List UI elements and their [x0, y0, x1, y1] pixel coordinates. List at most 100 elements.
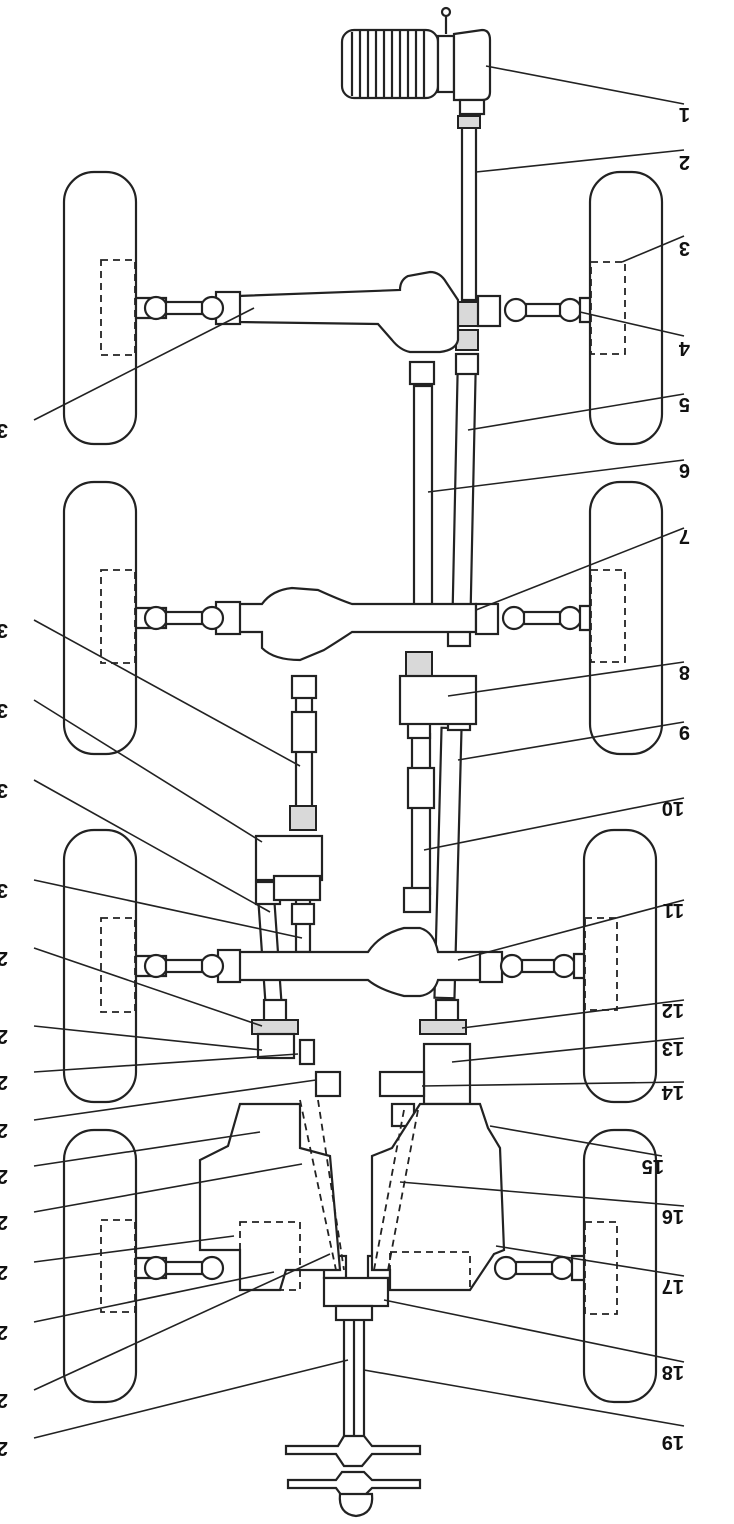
axle-2 — [134, 586, 592, 662]
cv-joint — [551, 953, 577, 979]
label-12: 12 — [662, 999, 684, 1021]
label-34: 34 — [0, 419, 8, 441]
label-18: 18 — [662, 1361, 684, 1383]
ujoint — [434, 998, 460, 1024]
transfer-case-32 — [254, 834, 324, 882]
label-17: 17 — [662, 1275, 684, 1297]
wheel-right-3 — [582, 828, 658, 1104]
axle-1-flange-right — [476, 294, 502, 328]
hub-right-4 — [584, 1221, 618, 1315]
cv-joint — [493, 1255, 519, 1281]
propeller-blade-upper — [284, 1434, 422, 1468]
cv-joint — [199, 1255, 225, 1281]
part-27 — [298, 1038, 316, 1066]
axle-1-housing — [236, 270, 460, 354]
wheel-left-1 — [62, 170, 138, 446]
label-8: 8 — [679, 661, 690, 683]
label-27: 27 — [0, 1071, 8, 1093]
label-14: 14 — [661, 1081, 684, 1103]
label-13: 13 — [662, 1037, 684, 1059]
axle-4 — [134, 1254, 586, 1282]
wheel-left-2 — [62, 480, 138, 756]
hub-left-4 — [100, 1219, 136, 1313]
hub-left-1 — [100, 259, 136, 356]
propeller — [284, 1434, 422, 1518]
label-26: 26 — [0, 1119, 8, 1141]
winch-lever — [440, 6, 452, 18]
wheel-right-2 — [588, 480, 664, 756]
coupling-13 — [422, 1042, 472, 1106]
label-10: 10 — [662, 797, 684, 819]
label-4: 4 — [678, 337, 690, 359]
wheels — [62, 170, 664, 1404]
cv-joint — [143, 1255, 169, 1281]
cv-joint — [143, 605, 169, 631]
label-6: 6 — [679, 459, 690, 481]
label-16: 16 — [662, 1205, 684, 1227]
flange-29 — [251, 1019, 299, 1035]
cv-joint — [199, 295, 225, 321]
ujoint — [454, 352, 480, 376]
propeller-blade-lower — [286, 1470, 422, 1498]
cv-joint — [199, 953, 225, 979]
label-23: 23 — [0, 1261, 8, 1283]
axle-2-housing — [236, 586, 478, 662]
gearbox-18 — [322, 1276, 390, 1308]
cv-joint — [143, 295, 169, 321]
label-31: 31 — [0, 779, 8, 801]
label-2: 2 — [679, 151, 690, 173]
label-21: 21 — [0, 1389, 8, 1411]
transfer-case-8 — [398, 674, 478, 726]
part-26 — [314, 1070, 342, 1098]
part-labels: 1 2 3 4 5 6 7 8 9 10 11 12 13 14 15 16 1… — [0, 103, 690, 1459]
pump-14 — [378, 1070, 426, 1098]
cv-joint — [499, 953, 525, 979]
ujoint-winch — [458, 98, 486, 116]
ujoint — [289, 805, 317, 831]
label-3: 3 — [679, 237, 690, 259]
shaft-5 — [451, 366, 477, 628]
label-15: 15 — [642, 1155, 664, 1177]
ujoint — [455, 301, 479, 327]
label-33: 33 — [0, 619, 8, 641]
label-19: 19 — [662, 1431, 684, 1453]
hub-right-3 — [584, 917, 618, 1011]
cv-joint — [501, 605, 527, 631]
label-22: 22 — [0, 1321, 8, 1343]
flange-12 — [419, 1019, 467, 1035]
axle-1 — [134, 270, 592, 354]
label-9: 9 — [679, 721, 690, 743]
label-30: 30 — [0, 879, 8, 901]
label-29: 29 — [0, 947, 8, 969]
wheel-hubs — [100, 259, 626, 1315]
wheel-left-4 — [62, 1128, 138, 1404]
axle-3 — [134, 926, 586, 998]
label-32: 32 — [0, 699, 8, 721]
winch-gearbox — [452, 28, 492, 102]
cv-joint — [503, 297, 529, 323]
hub-left-3 — [100, 917, 136, 1013]
shaft-6 — [412, 384, 434, 610]
axle-3-flange-right — [478, 950, 504, 984]
cv-joint — [199, 605, 225, 631]
winch-flange — [436, 34, 456, 94]
wheel-left-3 — [62, 828, 138, 1104]
ujoint — [455, 329, 479, 351]
hub-left-2 — [100, 569, 136, 664]
shaft-10 — [410, 732, 432, 896]
label-7: 7 — [679, 525, 690, 547]
label-20: 20 — [0, 1437, 8, 1459]
cv-joint — [557, 297, 583, 323]
leader-lines — [33, 65, 685, 1439]
rear-housings — [198, 1099, 506, 1292]
ujoint — [290, 674, 318, 700]
axle-2-flange-right — [474, 602, 500, 636]
label-24: 24 — [0, 1211, 8, 1233]
winch-drum — [340, 6, 492, 102]
housing-right — [370, 1102, 506, 1292]
shaft-2 — [460, 118, 478, 302]
cv-joint — [557, 605, 583, 631]
label-1: 1 — [679, 103, 690, 125]
ujoint — [408, 360, 436, 386]
